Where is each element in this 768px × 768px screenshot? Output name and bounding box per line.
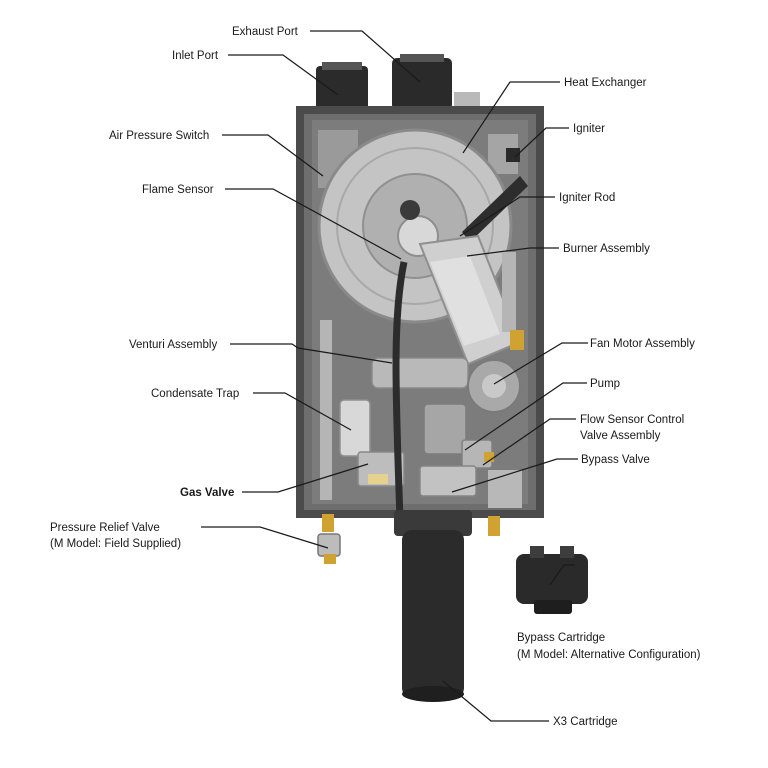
bypass-cartridge-shape — [516, 554, 588, 604]
label-pressure-relief-line1: Pressure Relief Valve — [50, 522, 160, 534]
condensate-trap-shape — [339, 399, 371, 457]
leader-pump — [464, 382, 587, 451]
left-pipe — [320, 320, 332, 500]
label-pressure-relief-line2: (M Model: Field Supplied) — [50, 538, 181, 550]
sensor-port — [400, 200, 420, 220]
inlet-port-shape — [316, 66, 368, 110]
leader-air-pressure-switch — [222, 134, 324, 177]
leader-flow-sensor — [482, 418, 576, 466]
label-burner-assembly: Burner Assembly — [563, 243, 650, 255]
leader-gas-valve — [242, 463, 369, 493]
x3-cartridge-bottom — [402, 686, 464, 702]
label-flow-sensor-line1: Flow Sensor Control — [580, 414, 684, 426]
x3-cartridge-cap — [394, 510, 472, 536]
leader-pressure-relief-valve — [201, 526, 329, 549]
label-flow-sensor-line2: Valve Assembly — [580, 430, 661, 442]
bypass-cartridge-tab-left — [530, 546, 544, 558]
top-bracket — [454, 92, 480, 108]
lower-right-housing — [488, 470, 522, 508]
leader-fan-motor-assembly — [493, 342, 588, 385]
right-pipe — [502, 252, 516, 332]
exhaust-port-collar — [400, 54, 444, 62]
fan-motor-hub — [482, 374, 506, 398]
label-bypass-valve: Bypass Valve — [581, 454, 650, 466]
inlet-port-collar — [322, 62, 362, 70]
label-inlet-port: Inlet Port — [172, 50, 219, 62]
label-igniter-rod: Igniter Rod — [559, 192, 615, 204]
bypass-cartridge-base — [534, 600, 572, 614]
brass-fitting-right — [510, 330, 524, 350]
bypass-valve-shape — [419, 465, 477, 497]
label-x3-cartridge: X3 Cartridge — [553, 716, 618, 728]
label-igniter: Igniter — [573, 123, 605, 135]
bypass-cartridge-tab-right — [560, 546, 574, 558]
label-heat-exchanger: Heat Exchanger — [564, 77, 647, 89]
leader-heat-exchanger — [462, 81, 560, 154]
water-heater-illustration — [296, 54, 544, 702]
leader-flame-sensor — [225, 188, 402, 260]
brass-fitting-flow — [484, 452, 494, 462]
fitting-right — [488, 516, 500, 536]
leader-lines — [201, 30, 588, 722]
leader-inlet-port — [228, 54, 339, 96]
pressure-relief-outlet — [324, 554, 336, 564]
label-flame-sensor: Flame Sensor — [142, 184, 214, 196]
label-exhaust-port: Exhaust Port — [232, 26, 299, 38]
leader-bypass-valve — [451, 458, 578, 493]
pump-shape — [423, 403, 467, 455]
burner-assembly-face — [430, 256, 500, 346]
pressure-relief-valve-shape — [317, 533, 341, 557]
leader-igniter — [514, 127, 569, 158]
bypass-cartridge-illustration — [516, 546, 588, 614]
leader-exhaust-port — [310, 30, 421, 83]
leader-venturi-assembly — [230, 343, 393, 364]
hose — [392, 261, 408, 521]
label-air-pressure-switch: Air Pressure Switch — [109, 130, 209, 142]
label-gas-valve: Gas Valve — [180, 487, 234, 499]
label-bypass-cartridge-line2: (M Model: Alternative Configuration) — [517, 649, 701, 661]
leader-bypass-cartridge — [549, 564, 575, 586]
label-pump: Pump — [590, 378, 620, 390]
leader-condensate-trap — [253, 392, 352, 431]
heat-exchanger-ring — [336, 147, 494, 305]
igniter-block — [506, 148, 520, 162]
gas-valve-label-plate — [368, 474, 388, 484]
label-bypass-cartridge-line1: Bypass Cartridge — [517, 632, 605, 644]
x3-cartridge-shape — [402, 530, 464, 698]
label-venturi-assembly: Venturi Assembly — [129, 339, 217, 351]
leader-burner-assembly — [466, 247, 559, 257]
leader-x3-cartridge — [442, 680, 549, 722]
label-condensate-trap: Condensate Trap — [151, 388, 239, 400]
label-fan-motor-assembly: Fan Motor Assembly — [590, 338, 695, 350]
callout-labels: Exhaust Port Inlet Port Heat Exchanger A… — [50, 26, 701, 728]
leader-igniter-rod — [459, 196, 555, 237]
igniter-rod-shape — [462, 176, 528, 242]
fitting-left — [322, 514, 334, 532]
